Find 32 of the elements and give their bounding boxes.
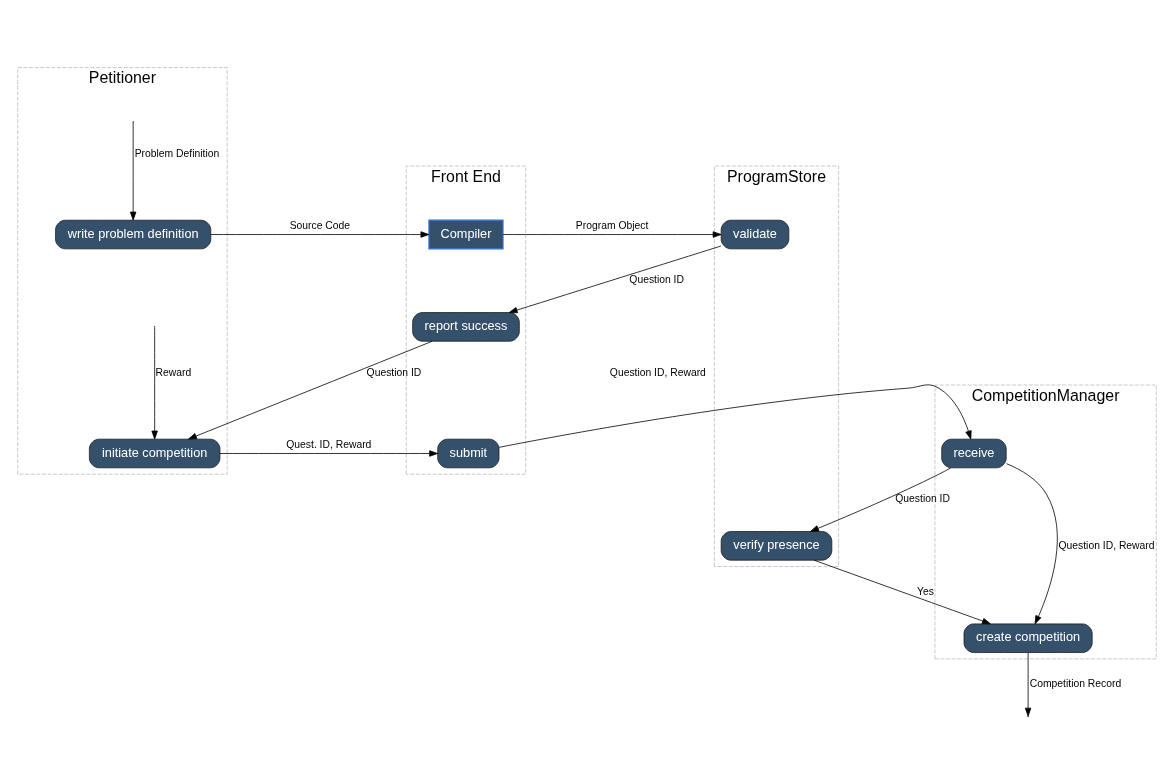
arrow [813,559,991,625]
edge-label: Question ID, Reward [1058,539,1155,551]
edge-label: Reward [155,366,192,378]
arrow [219,450,438,457]
edge-label: Question ID [629,274,684,286]
arrow [129,121,137,221]
edge-label: Yes [916,585,934,597]
edge-label: Problem Definition [134,147,220,159]
edge-label: Question ID [366,366,422,378]
node-box: verify presence [720,531,833,561]
edge-label: Question ID, Reward [609,366,706,378]
node-box: submit [437,438,500,469]
node-box: report success [412,312,520,342]
arrow [1024,652,1032,717]
edge-label: Competition Record [1029,678,1122,690]
arrow [502,231,722,238]
node-box: validate [720,219,790,250]
node-box: create competition [963,623,1093,653]
node-box: receive [941,438,1007,469]
node-box: initiate competition [88,438,221,469]
edge-label: Program Object [575,220,649,232]
arrow [1006,463,1058,625]
edge-label: Source Code [289,220,351,232]
node-box: Compiler [428,219,504,250]
arrow [188,340,433,440]
edge-label: Quest. ID, Reward [286,439,372,451]
arrow [810,467,952,532]
arrow [210,231,430,238]
arrow [508,245,722,314]
node-box: write problem definition [55,219,212,250]
arrow [498,384,972,448]
arrow [151,327,158,440]
